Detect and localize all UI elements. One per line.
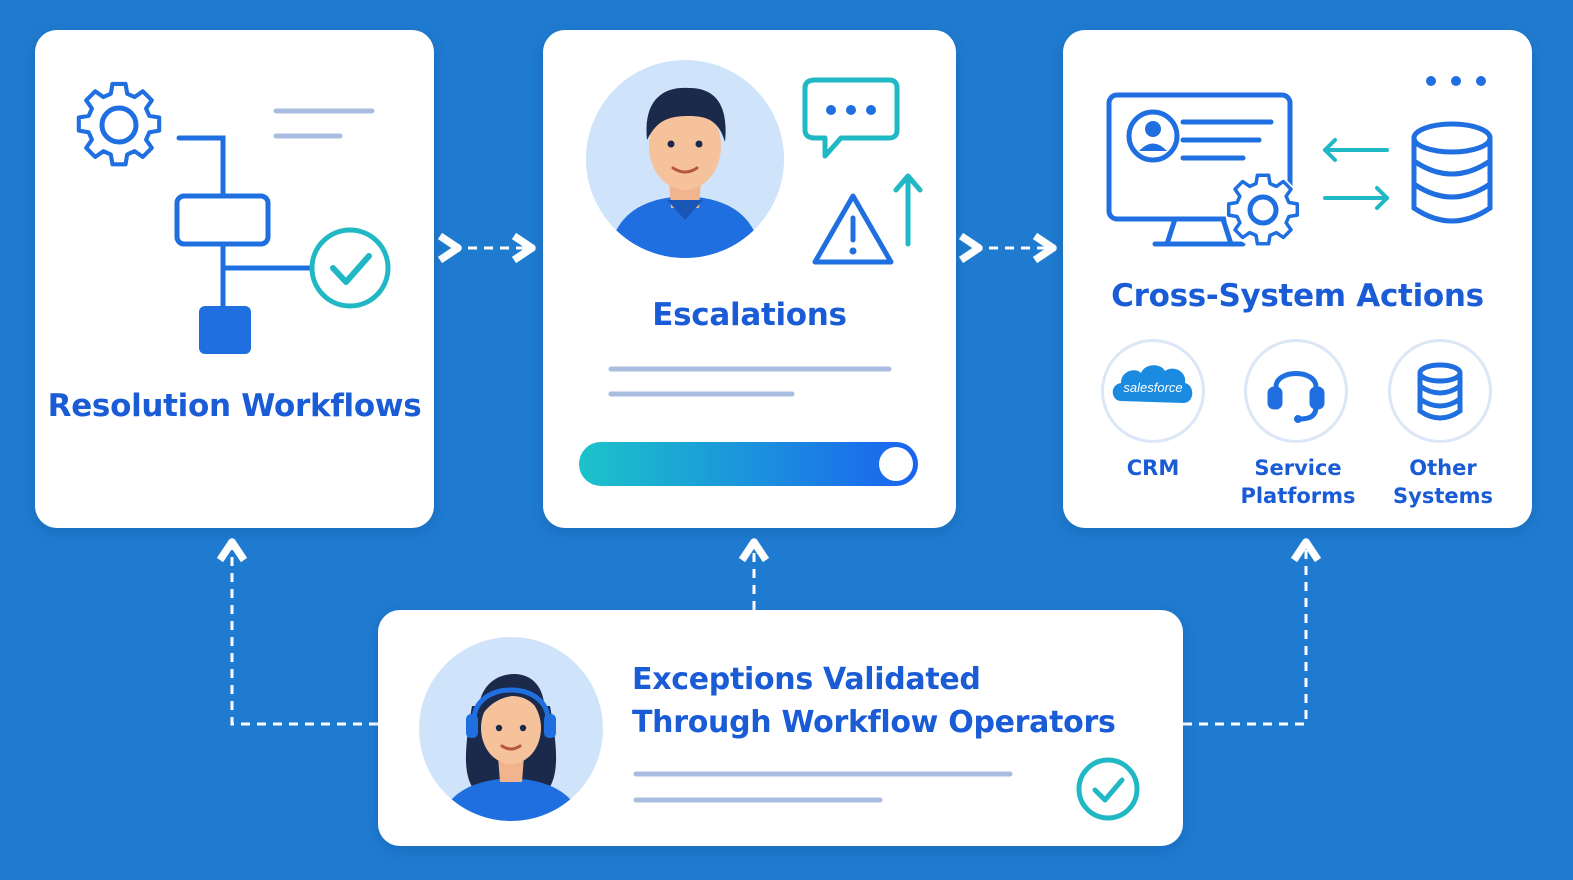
workflow-operators-card: Exceptions Validated Through Workflow Op… (378, 610, 1183, 846)
monitor-icon (1106, 92, 1293, 247)
arrow-operators-to-resolution (232, 548, 378, 726)
database-icon (1411, 121, 1493, 224)
headset-icon (1267, 371, 1325, 423)
agent-avatar (586, 60, 923, 265)
chat-bubble-icon (802, 77, 900, 159)
resolution-workflows-card: Resolution Workflows (35, 30, 434, 528)
workflow-step-box (174, 193, 271, 247)
cross-system-illustration (1106, 76, 1493, 248)
database-icon (1417, 362, 1463, 421)
sync-arrows-icon (1323, 138, 1389, 210)
other-systems-system (1388, 339, 1492, 443)
operator-avatar (419, 637, 603, 821)
other-systems-label: Other Systems (1393, 456, 1493, 508)
service-platforms-label: Service Platforms (1240, 456, 1356, 508)
crm-system: salesforce (1101, 339, 1205, 443)
operator-details (633, 757, 1140, 821)
gear-icon (76, 81, 162, 167)
escalations-card: Escalations (543, 30, 956, 528)
gear-icon (1225, 172, 1301, 248)
escalation-toggle-track (579, 442, 918, 486)
operators-title: Exceptions Validated Through Workflow Op… (632, 662, 1116, 740)
crm-label: CRM (1126, 456, 1180, 480)
more-dots-icon (1426, 76, 1486, 86)
escalations-title: Escalations (652, 297, 847, 333)
svg-text:salesforce: salesforce (1123, 380, 1182, 395)
service-platforms-system (1244, 339, 1348, 443)
workflow-diagram-icon (76, 81, 391, 354)
arrow-operators-to-cross-system (1183, 548, 1306, 726)
user-profile-icon (1126, 109, 1180, 163)
check-circle-icon (309, 227, 391, 309)
warning-icon (812, 193, 894, 265)
escalation-details (579, 366, 918, 486)
escalation-toggle-knob (879, 447, 913, 481)
cross-system-actions-card: Cross-System Actions salesforce (1063, 30, 1532, 528)
salesforce-cloud-icon: salesforce (1112, 365, 1193, 403)
workflow-end-node (199, 306, 251, 354)
arrow-up-icon (893, 173, 923, 247)
resolution-workflows-title: Resolution Workflows (47, 388, 422, 424)
cross-system-actions-title: Cross-System Actions (1111, 278, 1484, 314)
check-circle-icon (1076, 757, 1140, 821)
